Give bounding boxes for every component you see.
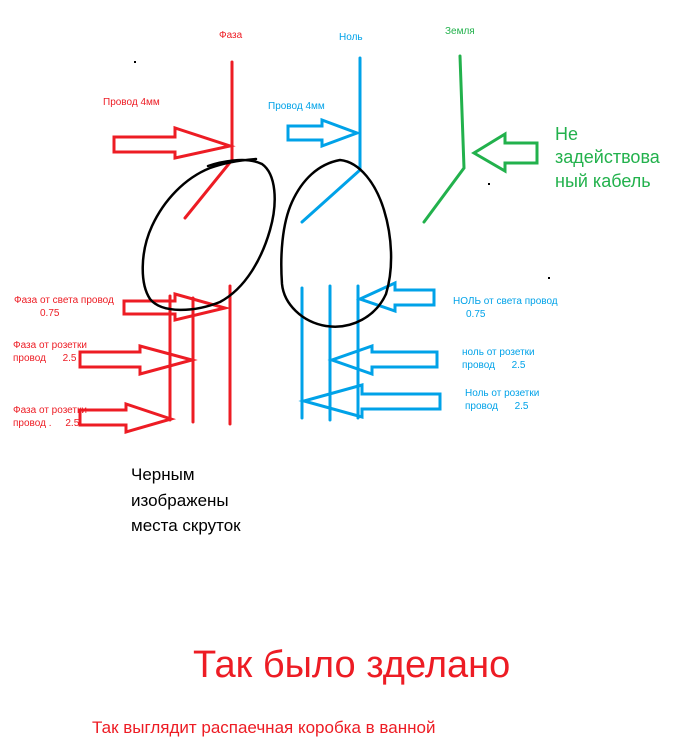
twist-note-line2: изображены [131, 490, 229, 510]
neutral-socket1-arrow [327, 343, 439, 377]
phase-arrows [78, 125, 236, 434]
phase-wire-label: Провод 4мм [103, 97, 160, 108]
stray-dots [134, 61, 550, 279]
unused-cable-label: Не задействова ный кабель [555, 123, 660, 193]
ground-label: Земля [445, 26, 475, 37]
stray-dot [548, 277, 550, 279]
phase-light-label: Фаза от света провод 0.75 [14, 295, 114, 320]
neutral-light-line1: НОЛЬ от света провод [453, 296, 558, 307]
twist-note-line3: места скруток [131, 516, 241, 535]
neutral-label: Ноль [339, 32, 363, 43]
phase-light-line1: Фаза от света провод [14, 295, 114, 306]
phase-label: Фаза [219, 30, 243, 41]
neutral-socket1-line2: провод 2.5 [462, 359, 526, 371]
phase-light-line2: 0.75 [40, 307, 60, 319]
twist-note-line1: Черным [131, 465, 195, 484]
phase-socket1-line1: Фаза от розетки [13, 340, 87, 351]
twist-note: Черным изображены места скруток [131, 462, 241, 539]
ground-wire [422, 54, 466, 224]
neutral-arrows [286, 117, 442, 419]
phase-socket2-line1: Фаза от розетки [13, 405, 87, 416]
neutral-socket2-label: Ноль от розетки провод 2.5 [465, 388, 539, 413]
ground-unused-arrow [471, 131, 539, 174]
neutral-socket2-line2: провод 2.5 [465, 400, 529, 412]
phase-socket2-arrow [78, 401, 177, 434]
phase-socket1-line2: провод 2.5 [13, 352, 77, 364]
stray-dot [488, 183, 490, 185]
neutral-socket2-arrow [298, 383, 442, 419]
phase-socket1-label: Фаза от розетки провод 2.5 [13, 340, 87, 365]
phase-wires [168, 60, 234, 426]
twist-loops [141, 157, 393, 328]
neutral-light-label: НОЛЬ от света провод 0.75 [453, 296, 558, 321]
unused-cable-line2: задействова [555, 147, 660, 168]
neutral-wire-label: Провод 4мм [268, 101, 325, 112]
neutral-socket2-line1: Ноль от розетки [465, 388, 540, 399]
neutral-wire-arrow [286, 117, 362, 149]
phase-socket2-label: Фаза от розетки провод . 2.5 [13, 405, 87, 430]
neutral-twist-loop [280, 158, 393, 328]
unused-cable-line1: Не [555, 124, 579, 144]
headline: Так было зделано [193, 644, 511, 686]
neutral-light-line2: 0.75 [466, 308, 486, 320]
ground-wires [422, 54, 539, 224]
phase-socket1-arrow [78, 344, 198, 376]
unused-cable-line3: ный кабель [555, 170, 651, 191]
neutral-socket1-label: ноль от розетки провод 2.5 [462, 347, 535, 372]
phase-light-arrow [122, 292, 231, 322]
stray-dot [134, 61, 136, 63]
neutral-socket1-line1: ноль от розетки [462, 347, 535, 358]
caption: Так выглядит распаечная коробка в ванной [92, 718, 436, 737]
neutral-light-arrow [355, 280, 436, 314]
phase-socket2-line2: провод . 2.5 [13, 417, 80, 429]
phase-wire-arrow [112, 125, 236, 160]
phase-twist-loop [141, 157, 276, 312]
